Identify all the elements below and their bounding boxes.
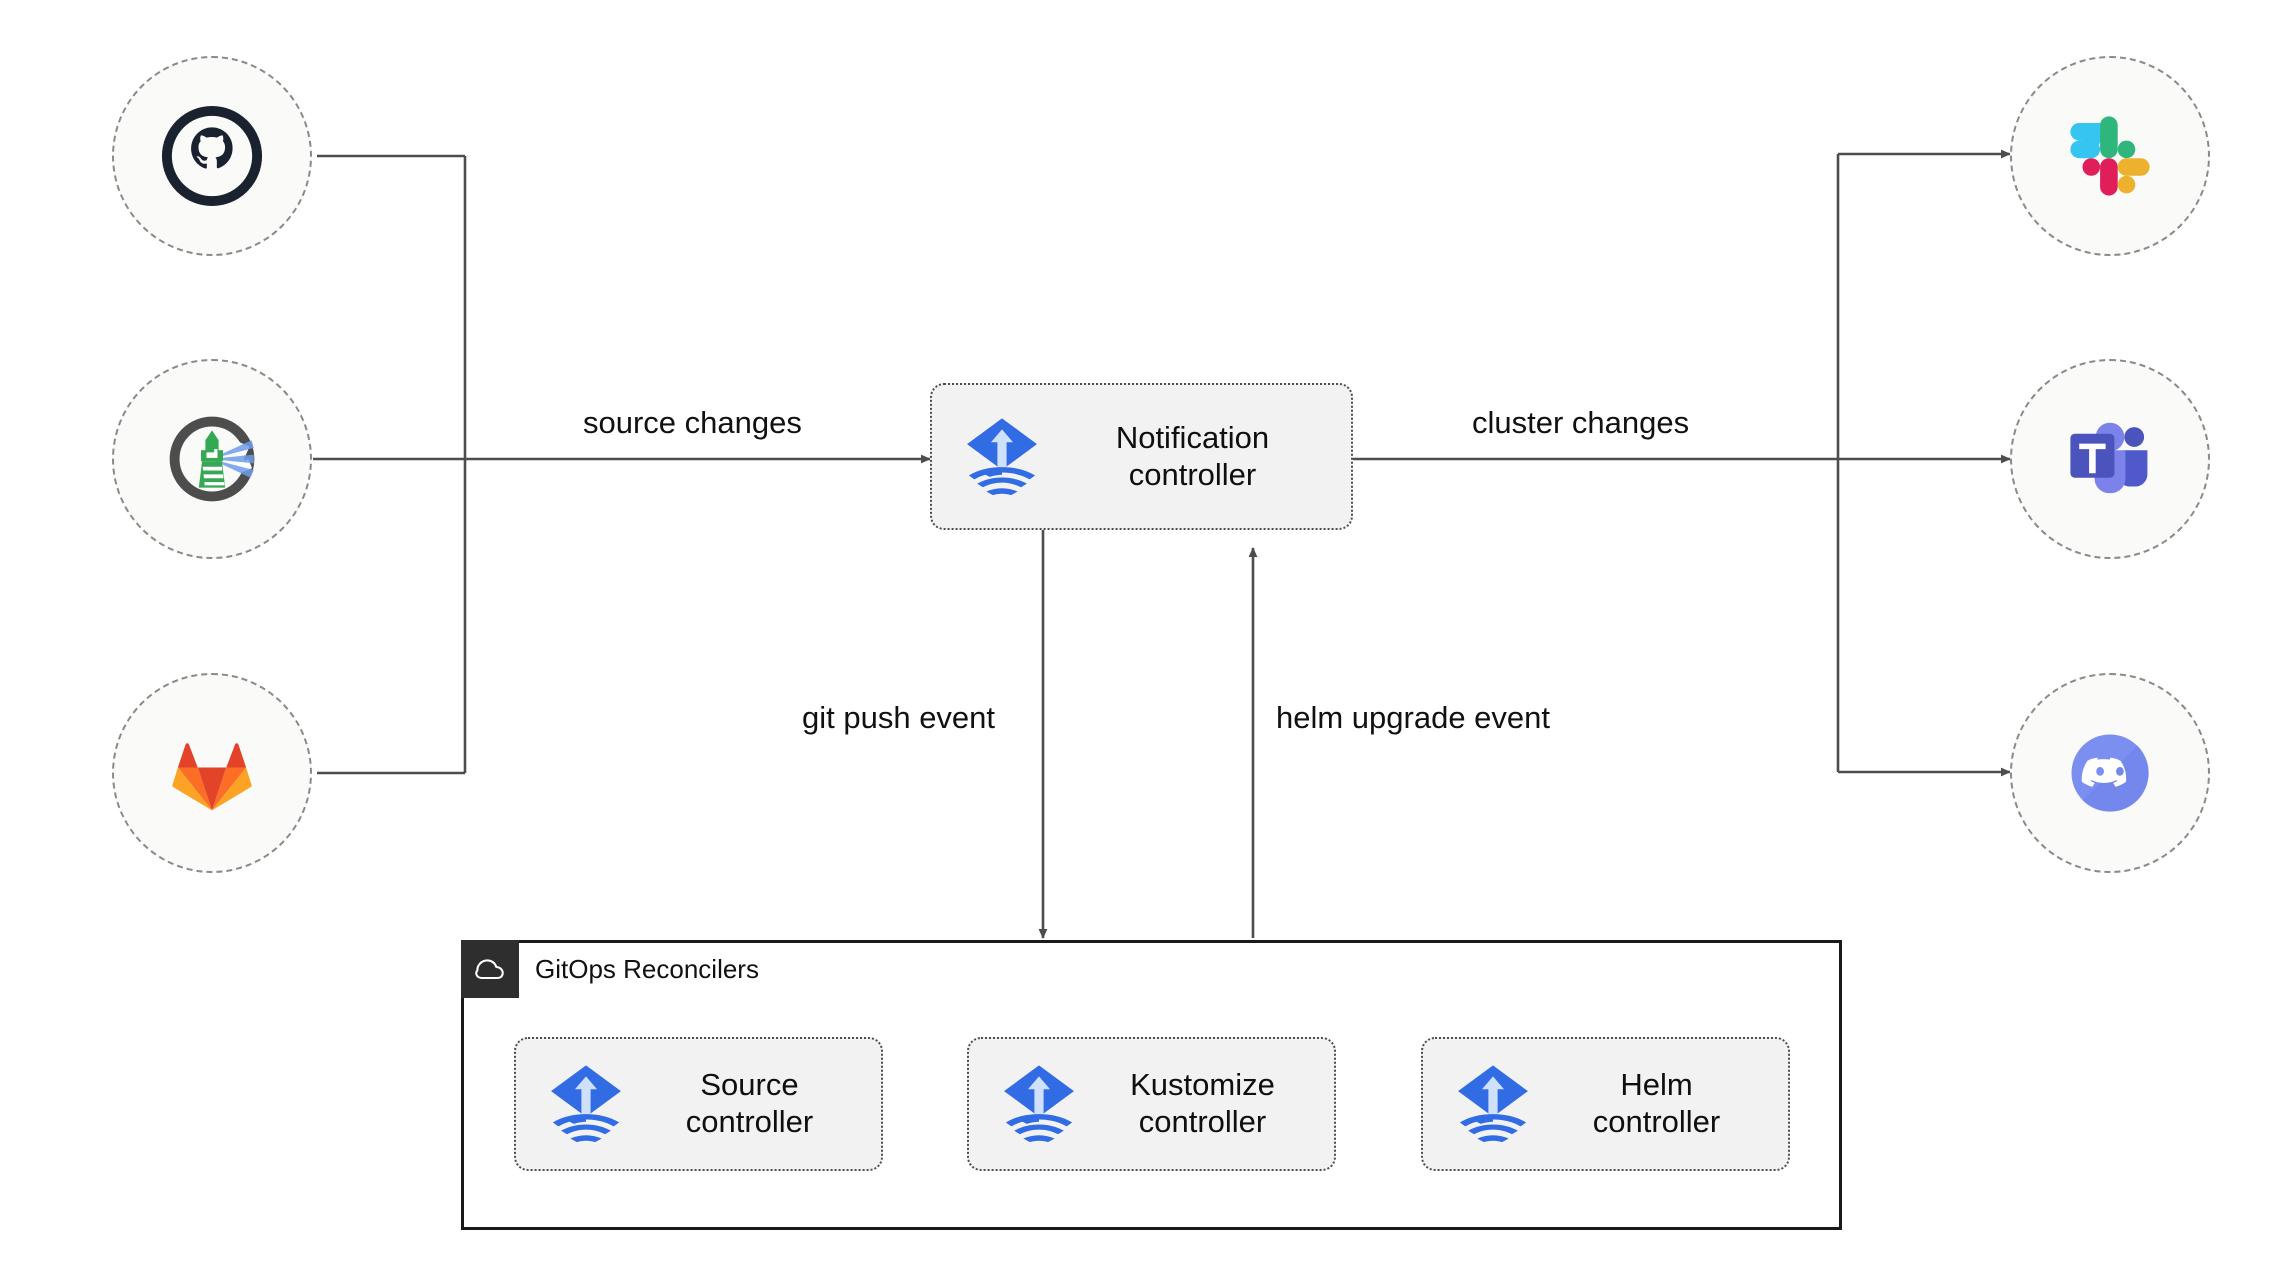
source-controller-label: Source controller bbox=[685, 1067, 814, 1139]
flux-icon bbox=[1004, 1065, 1074, 1143]
gitops-reconcilers-titlebar: GitOps Reconcilers bbox=[461, 940, 759, 998]
gitlab-icon bbox=[172, 743, 252, 811]
cloud-icon bbox=[475, 959, 504, 980]
flux-icon bbox=[1458, 1065, 1528, 1143]
flux-icon bbox=[551, 1065, 621, 1143]
edge-label-cluster-changes: cluster changes bbox=[1472, 405, 1690, 440]
destination-node-discord[interactable] bbox=[2010, 673, 2210, 873]
flagger-lighthouse-icon bbox=[169, 416, 255, 502]
notification-controller-label: Notification controller bbox=[1115, 419, 1270, 492]
helm-controller-label: Helm controller bbox=[1592, 1067, 1721, 1139]
source-controller-box[interactable]: Source controller bbox=[514, 1037, 883, 1171]
source-node-flagger[interactable] bbox=[112, 359, 312, 559]
edge-label-git-push-event: git push event bbox=[802, 700, 996, 735]
gitops-reconcilers-title: GitOps Reconcilers bbox=[535, 953, 759, 984]
cloud-icon-cell bbox=[461, 940, 519, 998]
destination-node-msteams[interactable] bbox=[2010, 359, 2210, 559]
helm-controller-box[interactable]: Helm controller bbox=[1421, 1037, 1790, 1171]
slack-icon bbox=[2070, 116, 2150, 196]
kustomize-controller-box[interactable]: Kustomize controller bbox=[967, 1037, 1336, 1171]
source-node-github[interactable] bbox=[112, 56, 312, 256]
notification-controller-box[interactable]: Notification controller bbox=[930, 383, 1353, 530]
flux-icon bbox=[967, 417, 1037, 495]
kustomize-controller-label: Kustomize controller bbox=[1130, 1067, 1275, 1139]
edge-label-helm-upgrade-event: helm upgrade event bbox=[1276, 700, 1551, 735]
microsoft-teams-icon bbox=[2070, 422, 2148, 494]
discord-icon bbox=[2071, 734, 2149, 812]
edge-label-source-changes: source changes bbox=[583, 405, 802, 440]
github-icon bbox=[161, 105, 263, 207]
destination-node-slack[interactable] bbox=[2010, 56, 2210, 256]
source-node-gitlab[interactable] bbox=[112, 673, 312, 873]
